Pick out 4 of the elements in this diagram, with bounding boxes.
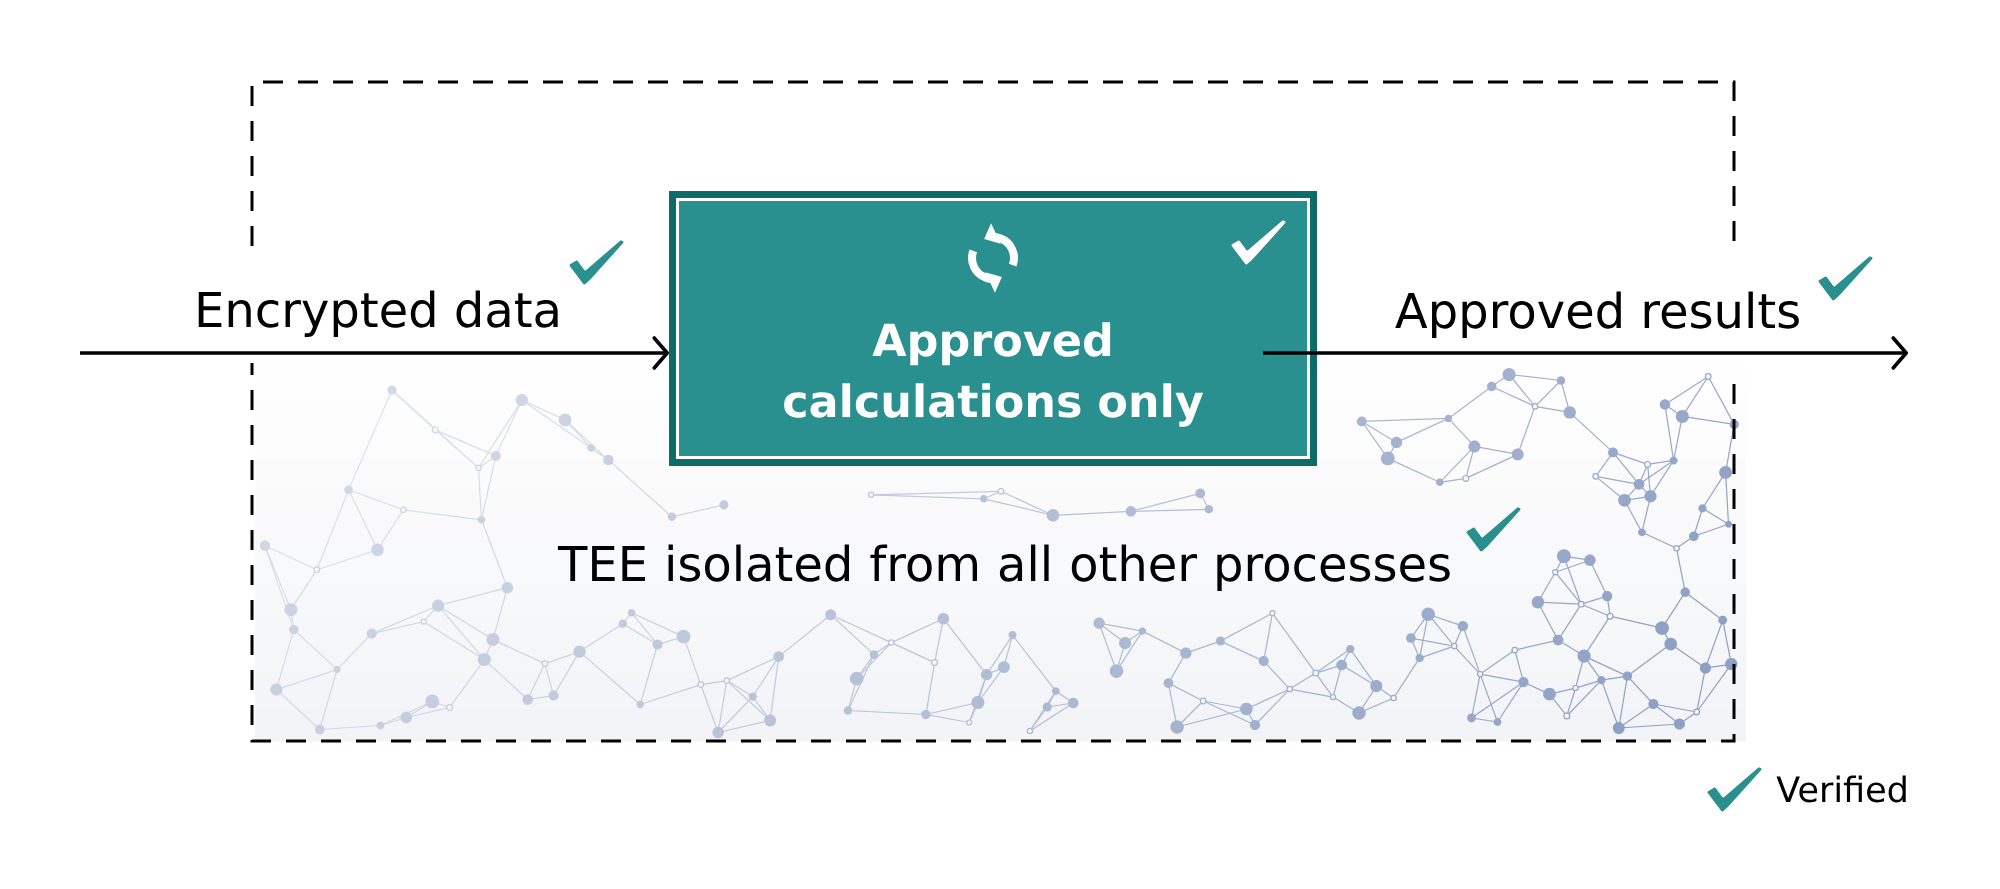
legend-label: Verified — [1776, 775, 1906, 803]
arrow — [1263, 336, 1908, 370]
arrow — [80, 336, 669, 370]
process-box: Approved calculations only — [669, 191, 1317, 466]
